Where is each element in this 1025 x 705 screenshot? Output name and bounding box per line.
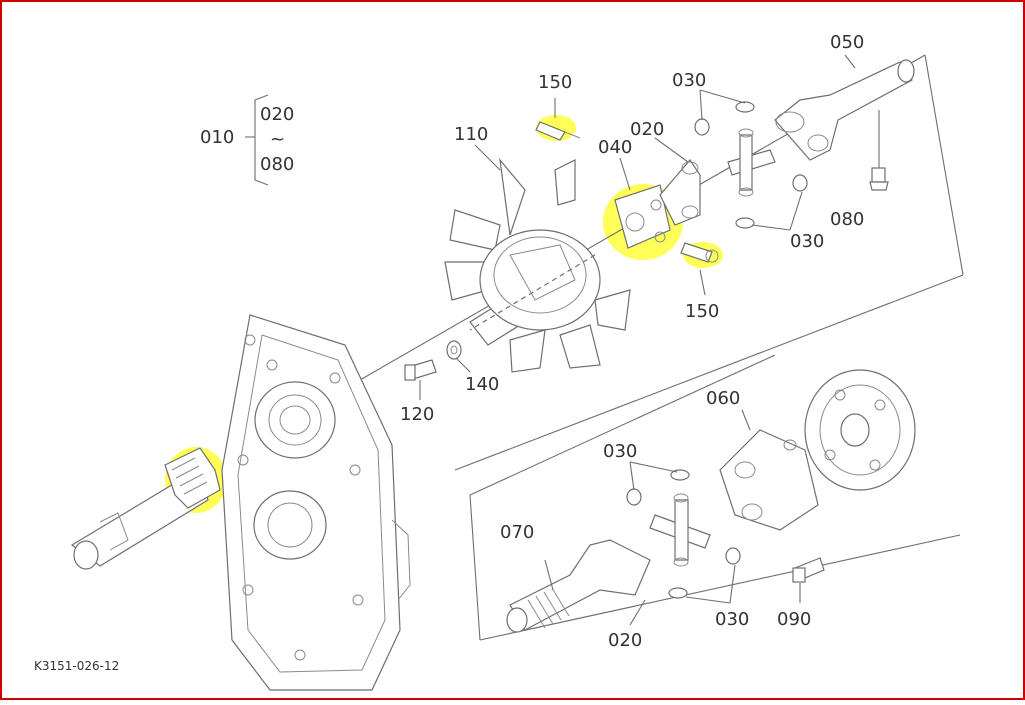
callout-150-top: 150 xyxy=(538,72,572,93)
drawing-code: K3151-026-12 xyxy=(34,659,119,673)
bolt-080 xyxy=(869,110,889,191)
callout-020-upper: 020 xyxy=(630,119,664,140)
lower-snap-rings xyxy=(626,469,741,599)
callout-040: 040 xyxy=(598,137,632,158)
bolt-120 xyxy=(404,359,437,381)
callout-140: 140 xyxy=(465,374,499,395)
callout-020-lower: 020 xyxy=(608,630,642,651)
callout-120: 120 xyxy=(400,404,434,425)
callout-030-upper-top: 030 xyxy=(672,70,706,91)
hub-disc xyxy=(804,369,916,491)
bolt-150-mid xyxy=(680,242,719,263)
fan-assembly xyxy=(444,158,631,373)
callout-070: 070 xyxy=(500,522,534,543)
input-shaft xyxy=(70,447,221,570)
shaft-070 xyxy=(506,539,651,633)
fan-axis xyxy=(469,254,596,331)
coupling-040 xyxy=(614,159,701,249)
upper-snap-rings xyxy=(694,101,808,229)
callout-labels: 010 020 ~ 080 150 110 040 020 030 050 08… xyxy=(200,32,864,651)
callout-030-lower-top: 030 xyxy=(603,441,637,462)
bolt-090 xyxy=(792,557,825,583)
callout-110: 110 xyxy=(454,124,488,145)
upper-cross-joint xyxy=(727,128,776,197)
callout-050: 050 xyxy=(830,32,864,53)
shaft-050 xyxy=(774,59,915,161)
callout-080-range-bottom: 080 xyxy=(260,154,294,175)
lower-assembly-boundary xyxy=(469,354,961,641)
callout-060: 060 xyxy=(706,388,740,409)
leader-lines xyxy=(245,54,856,626)
bolt-150-top xyxy=(535,121,581,141)
callout-range-tilde: ~ xyxy=(270,129,285,150)
callout-030-lower-right: 030 xyxy=(715,609,749,630)
callout-010: 010 xyxy=(200,127,234,148)
gear-case-housing xyxy=(221,314,411,691)
flange-060 xyxy=(719,429,819,531)
callout-030-upper-right: 030 xyxy=(790,231,824,252)
callout-150-mid: 150 xyxy=(685,301,719,322)
callout-090: 090 xyxy=(777,609,811,630)
washer-140 xyxy=(446,340,462,360)
callout-020-range-top: 020 xyxy=(260,104,294,125)
lower-cross-joint xyxy=(649,493,711,567)
callout-080: 080 xyxy=(830,209,864,230)
